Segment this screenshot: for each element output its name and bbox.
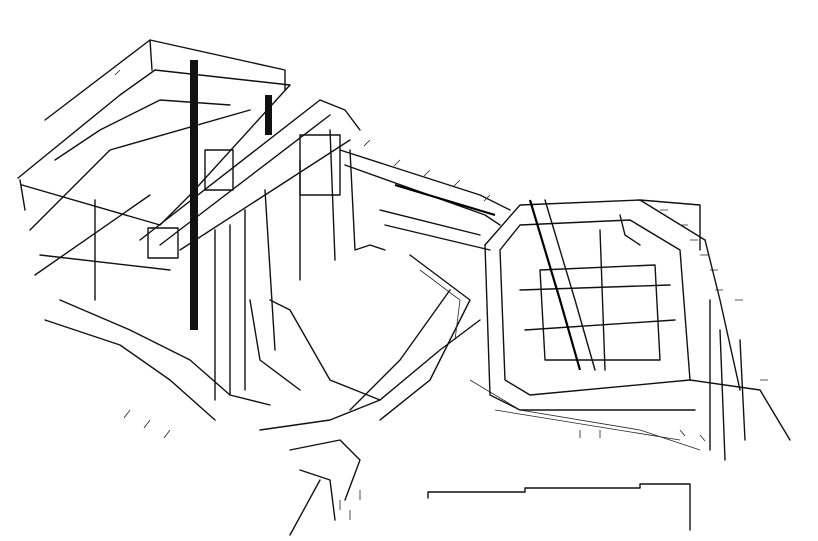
ground-line xyxy=(427,483,691,531)
connecting-corridor xyxy=(259,149,511,536)
pipe-stubs xyxy=(114,69,768,520)
left-roof-frame xyxy=(17,39,291,301)
central-structure xyxy=(44,60,386,421)
right-building xyxy=(469,199,791,461)
